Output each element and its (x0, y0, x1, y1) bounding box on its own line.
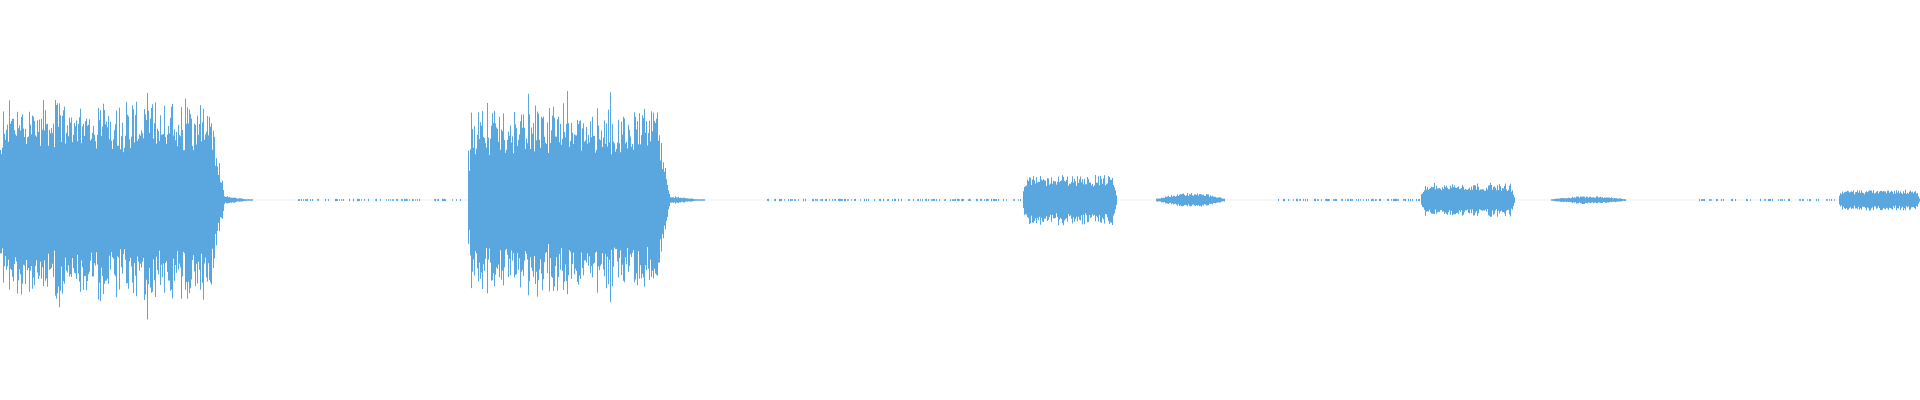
waveform-path (0, 91, 1920, 320)
waveform-bars (0, 91, 1920, 320)
